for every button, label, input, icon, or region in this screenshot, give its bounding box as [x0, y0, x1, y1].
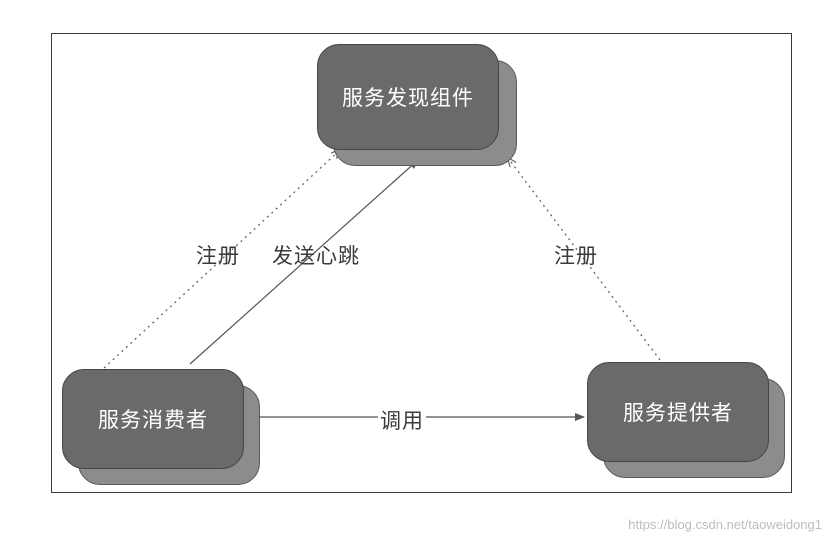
discovery-node: 服务发现组件 — [317, 44, 517, 168]
consumer-heartbeat-label: 发送心跳 — [272, 244, 360, 268]
consumer-register-label: 注册 — [196, 244, 240, 268]
consumer-node: 服务消费者 — [62, 369, 262, 487]
consumer-heartbeat-edge — [189, 159, 419, 365]
consumer-node-label: 服务消费者 — [62, 369, 244, 469]
diagram-frame — [51, 33, 792, 493]
watermark-text: https://blog.csdn.net/taoweidong1 — [628, 517, 822, 532]
invoke-label: 调用 — [378, 405, 426, 435]
provider-node: 服务提供者 — [587, 362, 787, 480]
provider-register-label: 注册 — [554, 244, 598, 268]
provider-register-edge — [508, 158, 661, 361]
discovery-node-label: 服务发现组件 — [317, 44, 499, 150]
provider-node-label: 服务提供者 — [587, 362, 769, 462]
